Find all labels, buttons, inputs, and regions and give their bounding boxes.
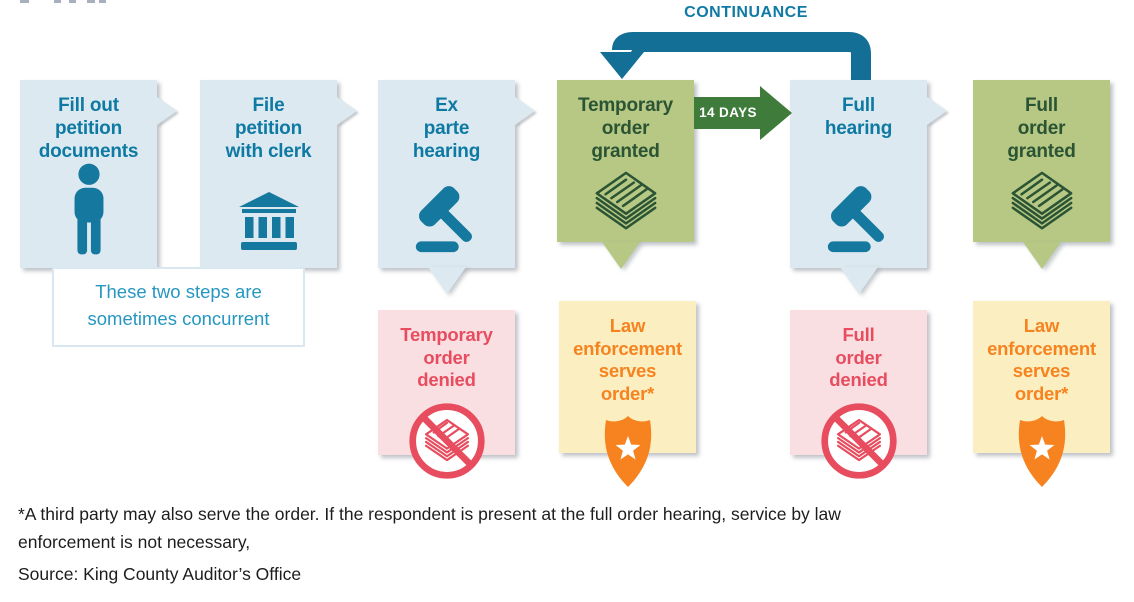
outcome-label: Full order denied [829, 324, 888, 391]
step-label: Full order granted [1007, 95, 1076, 163]
outcome-law-enforcement-serves-order: Law enforcement serves order* [973, 301, 1110, 487]
step-temporary-order-granted: Temporary order granted [557, 80, 694, 269]
footnote-text: *A third party may also serve the order.… [18, 504, 841, 552]
step-label: File petition with clerk [225, 95, 312, 163]
pointer-right [337, 97, 357, 125]
step-file-petition-with-clerk: File petition with clerk [200, 80, 357, 268]
pointer-right [157, 97, 177, 125]
step-ex-parte-hearing: Ex parte hearing [378, 80, 535, 294]
source-text: Source: King County Auditor’s Office [18, 564, 302, 584]
denied-documents-icon [407, 401, 487, 481]
badge-star-icon [597, 413, 659, 491]
interval-label: 14 DAYS [699, 105, 757, 120]
gavel-icon [410, 182, 484, 256]
outcome-full-order-denied: Full order denied [790, 310, 927, 479]
step-label: Fill out petition documents [38, 95, 139, 163]
documents-stack-icon [590, 169, 662, 237]
courthouse-icon [236, 190, 302, 252]
continuance-label: CONTINUANCE [684, 4, 808, 21]
outcome-law-enforcement-serves-order: Law enforcement serves order* [559, 301, 696, 487]
fourteen-days-arrow-icon [694, 86, 792, 140]
continuance-loop-arrow-icon [600, 32, 871, 86]
step-full-hearing: Full hearing [790, 80, 947, 294]
outcome-label: Temporary order denied [400, 324, 493, 391]
gavel-icon [822, 182, 896, 256]
denied-documents-icon [819, 401, 899, 481]
clipped-text-fragment [0, 0, 120, 3]
documents-stack-icon [1006, 169, 1078, 237]
badge-star-icon [1011, 413, 1073, 491]
pointer-right [927, 97, 947, 125]
step-label: Full hearing [824, 95, 893, 140]
outcome-label: Law enforcement serves order* [987, 315, 1096, 404]
pointer-down [427, 267, 466, 294]
step-label: Ex parte hearing [412, 95, 481, 163]
pointer-down [602, 242, 641, 269]
pointer-down [1022, 242, 1061, 269]
concurrent-steps-note: These two steps are sometimes concurrent [52, 267, 305, 347]
step-fill-out-petition-documents: Fill out petition documents [20, 80, 177, 268]
step-full-order-granted: Full order granted [973, 80, 1110, 269]
pointer-right [515, 97, 535, 125]
person-icon [62, 162, 116, 256]
outcome-temporary-order-denied: Temporary order denied [378, 310, 515, 479]
pointer-down [839, 267, 878, 294]
outcome-label: Law enforcement serves order* [573, 315, 682, 404]
step-label: Temporary order granted [578, 95, 673, 163]
